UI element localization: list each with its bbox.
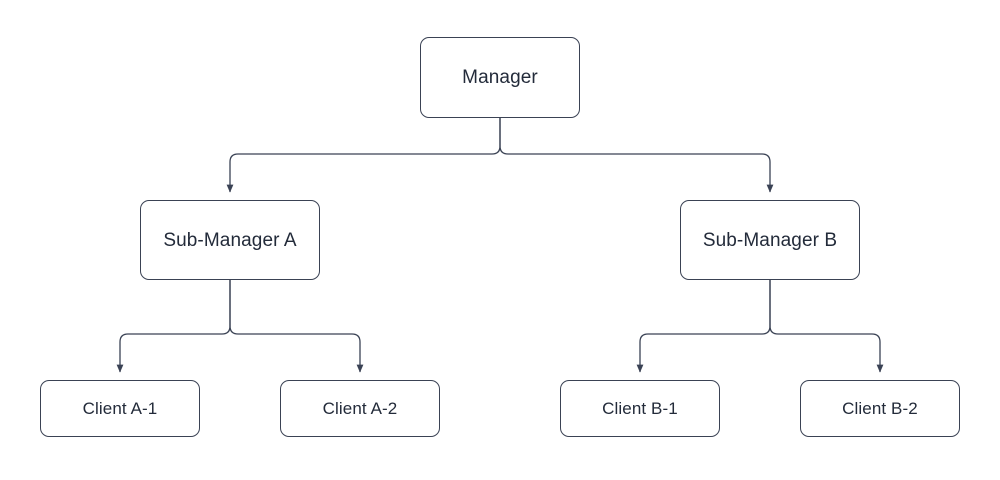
edge-manager-sub-b: [499, 118, 774, 193]
node-client-b1-label: Client B-1: [602, 399, 678, 418]
node-sub-manager-a[interactable]: Sub-Manager A: [140, 200, 320, 280]
node-sub-manager-a-label: Sub-Manager A: [163, 229, 297, 251]
edge-sub-a-client-a1: [116, 280, 231, 373]
node-client-b1[interactable]: Client B-1: [560, 380, 720, 437]
edge-sub-b-client-b1: [636, 280, 771, 373]
edge-manager-sub-a: [226, 118, 501, 193]
node-client-b2[interactable]: Client B-2: [800, 380, 960, 437]
node-client-a2[interactable]: Client A-2: [280, 380, 440, 437]
node-manager-label: Manager: [462, 67, 538, 88]
edge-sub-a-client-a2: [229, 280, 364, 373]
node-manager[interactable]: Manager: [420, 37, 580, 118]
node-client-a2-label: Client A-2: [322, 399, 398, 418]
node-client-a1-label: Client A-1: [82, 399, 158, 418]
edge-sub-b-client-b2: [769, 280, 884, 373]
node-client-b2-label: Client B-2: [842, 399, 918, 418]
node-client-a1[interactable]: Client A-1: [40, 380, 200, 437]
node-sub-manager-b-label: Sub-Manager B: [702, 229, 838, 251]
node-sub-manager-b[interactable]: Sub-Manager B: [680, 200, 860, 280]
